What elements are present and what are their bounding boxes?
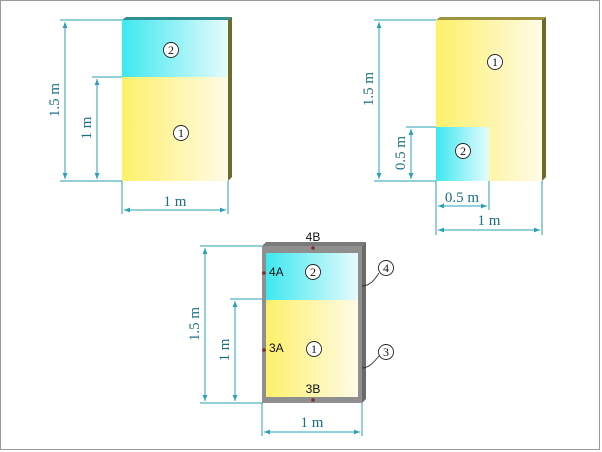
b-dim-height-total-text: 1.5 m xyxy=(187,307,203,342)
tr-dim-width-small: 0.5 m xyxy=(435,181,490,235)
tl-label-1: 1 xyxy=(173,125,189,141)
b-dim-height-region1: 1 m xyxy=(217,298,262,401)
tr-dim-width-small-text: 0.5 m xyxy=(445,190,480,206)
tr-dim-width-text: 1 m xyxy=(478,213,501,229)
tl-side-edge xyxy=(228,17,232,181)
b-dim-width: 1 m xyxy=(261,403,363,436)
tr-dim-height-total: 1.5 m xyxy=(361,19,436,182)
tl-dim-height-region1-text: 1 m xyxy=(79,116,95,139)
b-wall-4-callout: 4 xyxy=(361,260,394,287)
tl-top-edge xyxy=(122,17,232,20)
b-point-4b: 4B xyxy=(306,230,321,250)
b-label-2-text: 2 xyxy=(310,265,316,279)
tr-label-1-text: 1 xyxy=(492,55,498,69)
b-dim-width-text: 1 m xyxy=(301,415,324,431)
b-label-1: 1 xyxy=(306,341,322,357)
tl-dim-width: 1 m xyxy=(121,181,229,214)
b-point-4a-text: 4A xyxy=(269,265,284,279)
tr-dim-height-small-text: 0.5 m xyxy=(393,136,409,171)
b-wall-3-callout: 3 xyxy=(361,344,394,369)
tr-top-edge xyxy=(436,17,546,20)
b-point-4b-text: 4B xyxy=(306,230,321,244)
tl-label-1-text: 1 xyxy=(178,126,184,140)
b-point-3b: 3B xyxy=(306,382,321,402)
tl-label-2-text: 2 xyxy=(168,43,174,57)
b-point-4a: 4A xyxy=(262,265,284,279)
tl-dim-height-total: 1.5 m xyxy=(47,19,122,182)
tl-dim-height-total-text: 1.5 m xyxy=(47,83,63,118)
b-dim-height-region1-text: 1 m xyxy=(217,338,233,361)
b-top-edge xyxy=(262,242,366,246)
top-right-diagram: 1 2 1.5 m 0.5 m 0.5 m 1 m xyxy=(361,17,546,235)
b-point-3a: 3A xyxy=(262,341,284,355)
b-wall-3-text: 3 xyxy=(383,345,389,359)
bottom-diagram: 2 1 4B 4A 3A 3B 4 xyxy=(187,230,394,436)
tr-label-2-text: 2 xyxy=(460,144,466,158)
tl-dim-width-text: 1 m xyxy=(164,194,187,210)
tr-dim-height-small: 0.5 m xyxy=(393,126,436,179)
b-dim-height-total: 1.5 m xyxy=(187,245,262,404)
tl-dim-height-region1: 1 m xyxy=(79,76,122,179)
b-wall-4-text: 4 xyxy=(383,261,389,275)
tl-label-2: 2 xyxy=(163,42,179,58)
b-label-1-text: 1 xyxy=(311,342,317,356)
tr-label-1: 1 xyxy=(487,54,503,70)
top-left-diagram: 2 1 1.5 m 1 m 1 m xyxy=(47,17,232,214)
b-label-2: 2 xyxy=(305,264,321,280)
tr-label-2: 2 xyxy=(455,143,471,159)
tr-dim-width: 1 m xyxy=(438,181,543,235)
b-side-edge xyxy=(362,242,366,403)
b-point-3b-text: 3B xyxy=(306,382,321,396)
tr-dim-height-total-text: 1.5 m xyxy=(361,72,377,107)
tr-side-edge xyxy=(542,17,546,181)
b-point-3a-text: 3A xyxy=(269,341,284,355)
